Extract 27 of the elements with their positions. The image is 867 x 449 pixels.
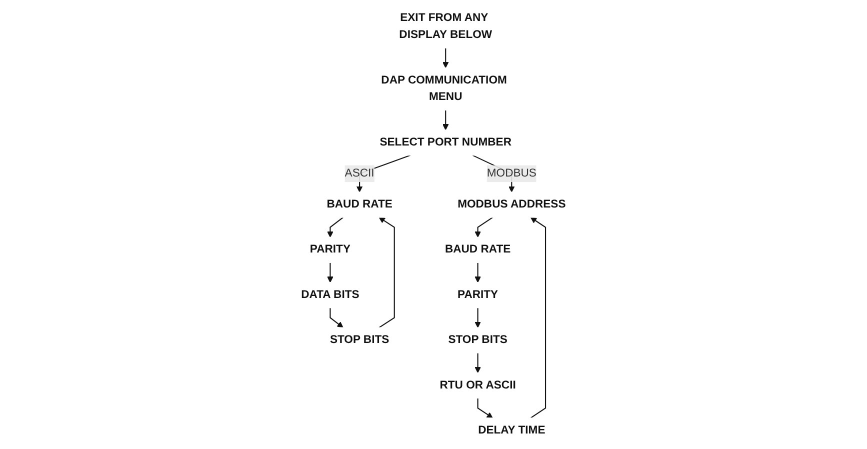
arrow [474,308,481,328]
node-text: MODBUS ADDRESS [458,198,566,210]
arrow [327,262,334,283]
node-text: DATA BITS [301,288,360,301]
arrow [474,352,481,374]
node-text: STOP BITS [448,334,508,346]
node-text: DAP COMMUNICATIOM MENU [381,74,507,104]
node-text: BAUD RATE [445,244,511,256]
node-text: BAUD RATE [326,198,392,210]
node-text: RTU OR ASCII [440,379,516,392]
node-text: SELECT PORT NUMBER [380,136,512,148]
arrow [477,398,493,418]
node-text: DELAY TIME [478,424,546,436]
node-text: EXIT FROM ANY DISPLAY BELOW [399,12,492,41]
edge-label: MODBUS [486,167,537,180]
arrow [378,217,395,328]
node-text: PARITY [310,244,351,256]
arrow [442,48,449,68]
arrow [330,308,344,328]
node-text: PARITY [458,288,498,301]
node-text: STOP BITS [330,334,390,346]
arrow [474,217,493,238]
edge-label: ASCII [344,167,374,180]
arrow [442,110,449,130]
arrow [327,217,344,238]
arrow [474,262,481,283]
arrow [530,217,546,418]
